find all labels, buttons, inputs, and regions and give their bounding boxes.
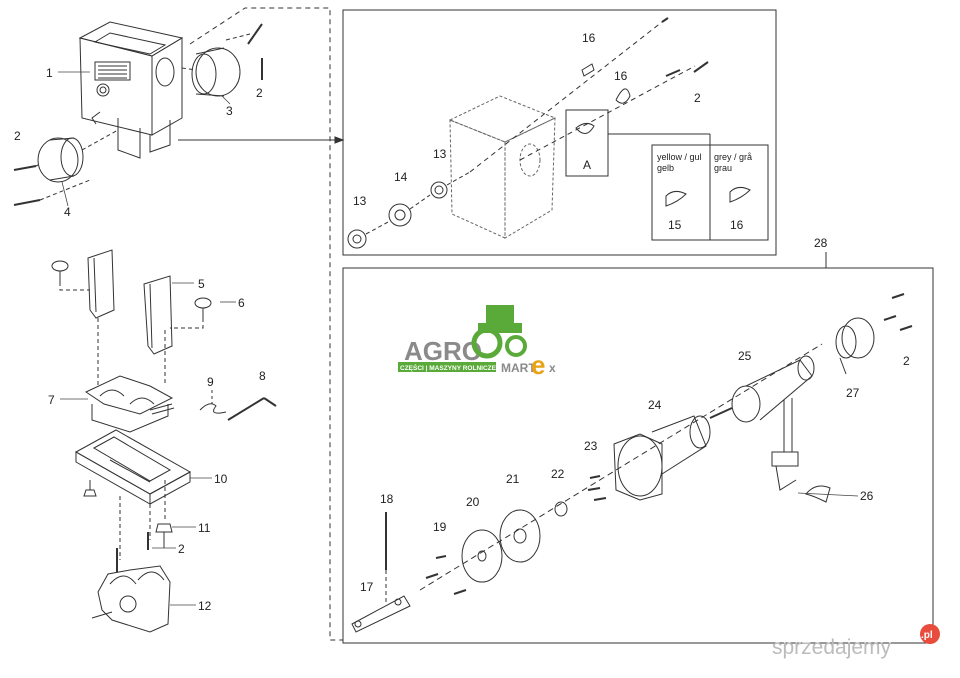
callout-28: 28	[814, 236, 828, 250]
detail-a-box	[565, 109, 609, 177]
legend-yellow-line2: gelb	[657, 163, 674, 173]
callout-19: 19	[433, 520, 447, 534]
callout-21: 21	[506, 472, 520, 486]
watermark-badge-icon	[920, 624, 940, 644]
tractor-icon	[471, 305, 527, 359]
callout-24: 24	[648, 398, 662, 412]
lever-part-17	[351, 595, 411, 633]
screws-part-19	[425, 555, 467, 595]
screws-part-2-lower	[116, 532, 149, 572]
callout-22: 22	[551, 467, 565, 481]
callout-6: 6	[238, 296, 245, 310]
callout-8: 8	[259, 369, 266, 383]
callout-18: 18	[380, 492, 394, 506]
callout-labels: 1 2 3 2 4 5 6 7 8 9 10 11 2 12 13 14 13 …	[14, 31, 910, 613]
screws-part-2-motor	[883, 293, 913, 331]
bracket-part-26	[771, 398, 831, 503]
bolts-part-23	[587, 475, 607, 501]
legend-grey-line2: grau	[714, 163, 732, 173]
knob-part-6	[51, 260, 212, 318]
lower-housing-part-12	[91, 565, 171, 633]
flange-part-21	[499, 509, 541, 563]
callout-1: 1	[46, 66, 53, 80]
seal-ring-part-13b	[430, 181, 448, 199]
callout-2-motor: 2	[903, 354, 910, 368]
callout-13-right: 13	[433, 147, 447, 161]
callout-15: 15	[668, 218, 682, 232]
cover-part-27	[835, 317, 875, 375]
disc-part-20	[461, 529, 503, 583]
callout-2-lower: 2	[178, 542, 185, 556]
logo-agro-text: AGRO	[404, 336, 482, 366]
callout-25: 25	[738, 349, 752, 363]
callout-20: 20	[466, 495, 480, 509]
callout-23: 23	[584, 439, 598, 453]
ghost-housing	[448, 95, 557, 239]
logo-tagline: CZĘŚCI | MASZYNY ROLNICZE	[400, 363, 497, 372]
callout-2-left: 2	[14, 129, 21, 143]
logo-mart-text: MART	[501, 361, 536, 375]
detail-a-label: A	[583, 158, 591, 172]
seal-ring-part-13a	[347, 229, 367, 249]
motor-part-24	[613, 415, 711, 501]
callout-11: 11	[198, 521, 211, 535]
flap-part-5-left	[87, 249, 115, 319]
callout-27: 27	[846, 386, 860, 400]
sprzedajemy-watermark: sprzedajemy .pl	[772, 624, 940, 659]
logo-x-letter: x	[549, 361, 556, 375]
callout-12: 12	[198, 599, 212, 613]
callout-16-top: 16	[582, 31, 596, 45]
bearing-part-14	[388, 203, 412, 227]
callout-4: 4	[64, 205, 71, 219]
legend-yellow-line1: yellow / gul	[657, 152, 702, 162]
callout-2-frame: 2	[694, 91, 701, 105]
watermark-site: sprzedajemy	[772, 636, 892, 659]
gearbox-part-25	[709, 355, 815, 423]
callout-17: 17	[360, 580, 374, 594]
callout-16-mid: 16	[614, 69, 628, 83]
logo-e-letter: e	[531, 350, 545, 380]
housing-part-1	[78, 21, 184, 159]
rod-part-8	[227, 397, 277, 421]
callout-7: 7	[48, 393, 55, 407]
screws-part-2	[13, 23, 263, 206]
nut-part-11	[155, 523, 173, 548]
bearing-part-22	[554, 501, 568, 517]
callout-10: 10	[214, 472, 228, 486]
detail-frame-motor-assembly	[342, 267, 934, 644]
flap-part-5-right	[143, 275, 173, 355]
shutter-part-7	[84, 375, 175, 433]
cover-part-4	[37, 129, 119, 183]
base-plate-part-10	[74, 429, 192, 505]
callout-5: 5	[198, 277, 205, 291]
watermark-tld: .pl	[921, 630, 933, 641]
legend-grey-line1: grey / grå	[714, 152, 752, 162]
callout-2-top: 2	[256, 86, 263, 100]
detail-frame-seal-kit	[342, 9, 777, 256]
callout-14: 14	[394, 170, 408, 184]
clip-part-9	[199, 390, 227, 414]
callout-16-legend: 16	[730, 218, 744, 232]
callout-9: 9	[207, 375, 214, 389]
callout-13-left: 13	[353, 194, 367, 208]
callout-26: 26	[860, 489, 874, 503]
callout-3: 3	[226, 104, 233, 118]
agromartex-logo: AGRO CZĘŚCI | MASZYNY ROLNICZE MART e x	[398, 305, 556, 380]
cover-part-3	[181, 47, 241, 97]
